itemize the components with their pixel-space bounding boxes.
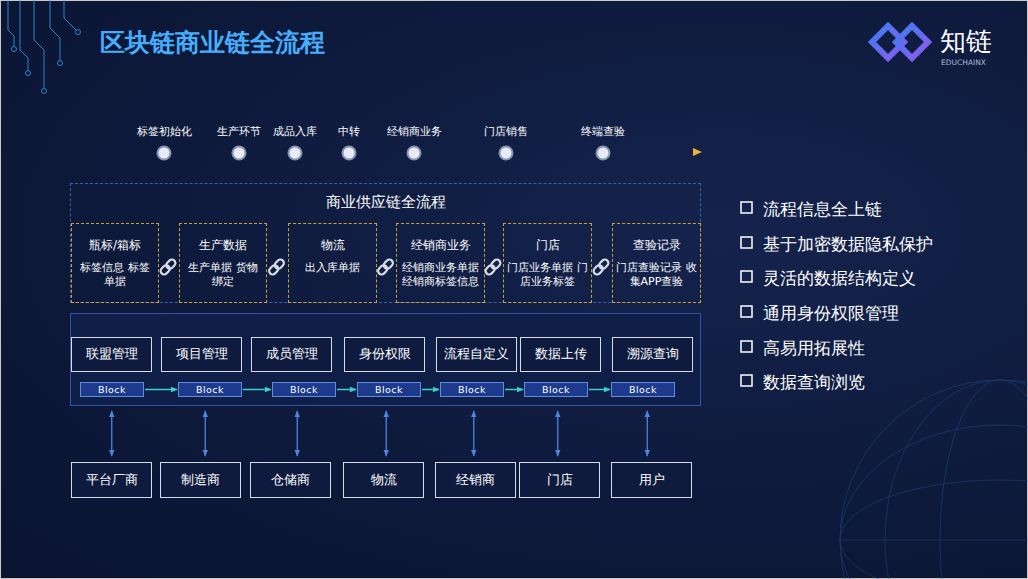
- node-heading: Block: [196, 384, 224, 396]
- node-heading: Block: [375, 384, 403, 396]
- connector-arrow: [557, 411, 558, 456]
- chain-band: [71, 314, 701, 406]
- node-body: 出入库单据: [305, 261, 360, 275]
- feature-item: 流程信息全上链: [763, 198, 882, 221]
- feature-item: 高易用拓展性: [763, 337, 865, 360]
- block-box: Block: [611, 382, 675, 397]
- node-body: 门店业务单据 门店业务标签: [507, 261, 588, 289]
- logo-text: 知链: [940, 24, 992, 59]
- block-box: Block: [272, 382, 336, 397]
- connector-arrow: [111, 411, 112, 456]
- connector-arrow: [505, 389, 523, 391]
- function-box: 流程自定义: [436, 337, 517, 372]
- participant-box: 用户: [611, 462, 692, 498]
- node-heading: 门店: [547, 472, 573, 488]
- function-box: 数据上传: [520, 337, 601, 372]
- participant-box: 制造商: [160, 462, 241, 498]
- node-heading: 经销商: [456, 472, 495, 488]
- participant-box: 门店: [519, 462, 600, 498]
- node-heading: 商业供应链全流程: [326, 193, 446, 212]
- node-heading: 流程自定义: [444, 346, 509, 362]
- node-heading: 数据上传: [535, 346, 587, 362]
- block-box: Block: [80, 382, 144, 397]
- node-heading: 平台厂商: [86, 472, 138, 488]
- feature-item: 灵活的数据结构定义: [763, 267, 916, 290]
- stage-box: 门店门店业务单据 门店业务标签: [503, 223, 592, 303]
- node-heading: 用户: [639, 472, 665, 488]
- participant-box: 经销商: [435, 462, 516, 498]
- node-body: 标签信息 标签单据: [75, 261, 155, 289]
- node-body: 经销商业务单据 经销商标签信息: [400, 261, 481, 289]
- timeline-dots: [158, 147, 610, 160]
- logo-subtitle: EDUCHAINX: [941, 58, 986, 67]
- node-heading: Block: [629, 384, 657, 396]
- node-heading: 门店: [536, 238, 560, 253]
- node-heading: Block: [98, 384, 126, 396]
- node-heading: Block: [458, 384, 486, 396]
- connector-arrow: [422, 389, 439, 391]
- connector-arrow: [145, 389, 177, 391]
- node-heading: 查验记录: [633, 238, 681, 253]
- timeline-label: 成品入库: [273, 124, 317, 139]
- timeline-label: 生产环节: [217, 124, 261, 139]
- connector-arrow: [473, 411, 474, 456]
- node-heading: 制造商: [181, 472, 220, 488]
- globe-illustration: [840, 380, 1028, 579]
- connector-arrow: [243, 389, 271, 391]
- connector-arrow: [205, 411, 206, 456]
- node-body: 门店查验记录 收集APP查验: [616, 261, 697, 289]
- logo-icon: [872, 26, 928, 58]
- feature-item: 数据查询浏览: [763, 371, 865, 394]
- node-heading: Block: [290, 384, 318, 396]
- feature-item: 基于加密数据隐私保护: [763, 233, 933, 256]
- function-box: 身份权限: [344, 337, 425, 372]
- connector-arrow: [647, 411, 648, 456]
- timeline-label: 经销商业务: [387, 124, 442, 139]
- function-box: 溯源查询: [612, 337, 693, 372]
- node-heading: 物流: [371, 472, 397, 488]
- connector-arrow: [386, 411, 387, 456]
- feature-item: 通用身份权限管理: [763, 302, 899, 325]
- block-box: Block: [178, 382, 242, 397]
- timeline-label: 标签初始化: [137, 124, 192, 139]
- timeline-label: 终端查验: [581, 124, 625, 139]
- timeline-arrowhead: [693, 148, 702, 156]
- node-heading: 成员管理: [266, 346, 318, 362]
- block-box: Block: [440, 382, 504, 397]
- node-heading: 仓储商: [271, 472, 310, 488]
- stage-box: 经销商业务经销商业务单据 经销商标签信息: [396, 223, 485, 303]
- participant-box: 物流: [343, 462, 424, 498]
- node-heading: 项目管理: [176, 346, 228, 362]
- node-heading: 瓶标/箱标: [89, 238, 141, 253]
- stage-box: 物流出入库单据: [288, 223, 377, 303]
- participant-box: 仓储商: [250, 462, 331, 498]
- stage-box: 生产数据生产单据 货物绑定: [179, 223, 267, 303]
- connector-arrow: [337, 389, 356, 391]
- node-heading: Block: [542, 384, 570, 396]
- flow-panel: 商业供应链全流程瓶标/箱标标签信息 标签单据生产数据生产单据 货物绑定物流出入库…: [70, 183, 701, 303]
- checkbox-icons: [741, 202, 752, 386]
- function-box: 联盟管理: [71, 337, 152, 372]
- circuit-decoration: [8, 0, 81, 94]
- page-title: 区块链商业链全流程: [100, 26, 325, 59]
- function-box: 成员管理: [251, 337, 332, 372]
- node-heading: 经销商业务: [411, 238, 471, 253]
- connector-arrow: [589, 389, 610, 391]
- node-heading: 联盟管理: [86, 346, 138, 362]
- block-box: Block: [357, 382, 421, 397]
- timeline-label: 中转: [338, 124, 360, 139]
- function-box: 项目管理: [161, 337, 242, 372]
- node-heading: 生产数据: [199, 238, 247, 253]
- node-heading: 身份权限: [359, 346, 411, 362]
- block-box: Block: [524, 382, 588, 397]
- stage-box: 瓶标/箱标标签信息 标签单据: [71, 223, 159, 303]
- stage-box: 查验记录门店查验记录 收集APP查验: [612, 223, 701, 303]
- node-heading: 物流: [321, 238, 345, 253]
- timeline-label: 门店销售: [484, 124, 528, 139]
- connector-arrow: [297, 411, 298, 456]
- node-heading: 溯源查询: [627, 346, 679, 362]
- participant-box: 平台厂商: [71, 462, 152, 498]
- node-body: 生产单据 货物绑定: [183, 261, 263, 289]
